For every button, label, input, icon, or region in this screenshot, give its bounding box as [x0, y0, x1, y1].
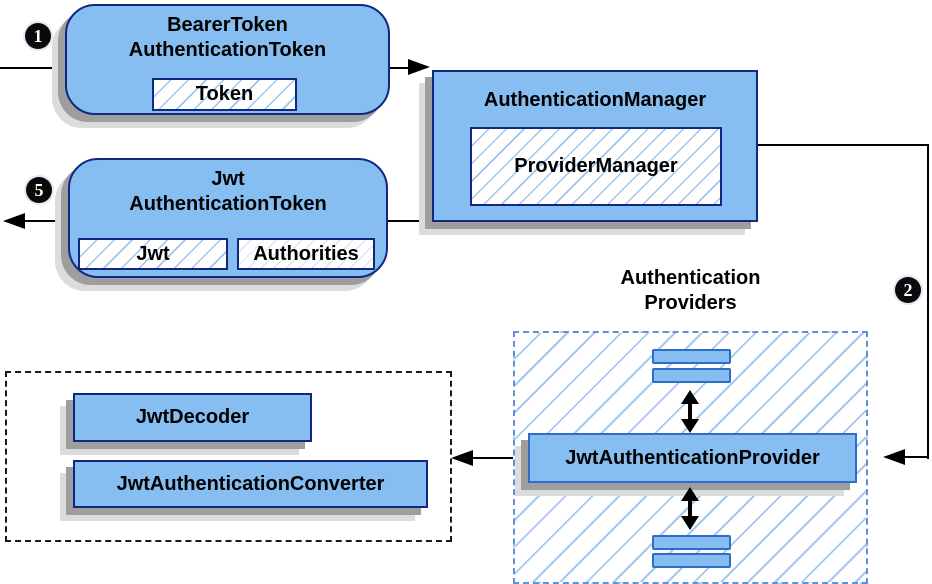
- step-1-badge: 1: [25, 23, 51, 49]
- jwt-token-title-line1: Jwt: [211, 168, 245, 190]
- providers-title-line1: Authentication: [620, 267, 761, 289]
- authentication-manager-node: AuthenticationManager ProviderManager: [432, 70, 758, 222]
- bearer-token-authentication-token-node: BearerToken AuthenticationToken Token: [65, 4, 390, 115]
- jwt-authentication-converter-node: JwtAuthenticationConverter: [73, 460, 428, 508]
- double-arrow-bottom-icon: [681, 487, 699, 530]
- provider-stack-rect-2: [652, 368, 731, 383]
- manager-to-provider-line-right: [927, 144, 929, 459]
- jwt-authentication-token-node: Jwt AuthenticationToken Jwt Authorities: [68, 158, 388, 278]
- provider-to-decoder-line: [472, 457, 528, 459]
- token-field: Token: [152, 78, 297, 111]
- jwt-token-node-title: Jwt AuthenticationToken: [70, 160, 386, 217]
- bearer-to-manager-line: [390, 67, 412, 69]
- authentication-providers-title: Authentication Providers: [513, 266, 868, 316]
- step-2-badge: 2: [895, 277, 921, 303]
- jwt-authentication-provider-node: JwtAuthenticationProvider: [528, 433, 857, 483]
- authentication-manager-title: AuthenticationManager: [483, 89, 707, 111]
- provider-stack-rect-1: [652, 349, 731, 364]
- bearer-to-manager-arrowhead-icon: [408, 59, 430, 75]
- step-5-badge: 5: [26, 177, 52, 203]
- bearer-token-title-line2: AuthenticationToken: [128, 39, 327, 61]
- provider-stack-rect-3: [652, 535, 731, 550]
- jwt-field: Jwt: [78, 238, 228, 270]
- provider-to-decoder-arrowhead-icon: [451, 450, 473, 466]
- double-arrow-top-icon: [681, 390, 699, 433]
- manager-to-provider-arrowhead-icon: [883, 449, 905, 465]
- bearer-token-title-line1: BearerToken: [167, 14, 288, 36]
- provider-manager-field: ProviderManager: [470, 127, 722, 206]
- manager-to-provider-line-bottom: [903, 456, 929, 458]
- jwt-token-title-line2: AuthenticationToken: [129, 193, 327, 215]
- provider-stack-rect-4: [652, 553, 731, 568]
- jwt-outgoing-arrowhead-icon: [3, 213, 25, 229]
- bearer-token-node-title: BearerToken AuthenticationToken: [67, 6, 388, 63]
- incoming-request-line: [0, 67, 65, 69]
- jwt-decoder-node: JwtDecoder: [73, 393, 312, 442]
- manager-to-jwt-line: [388, 220, 432, 222]
- providers-title-line2: Providers: [644, 292, 737, 314]
- jwt-outgoing-line: [22, 220, 68, 222]
- authorities-field: Authorities: [237, 238, 375, 270]
- manager-to-provider-line-top: [758, 144, 929, 146]
